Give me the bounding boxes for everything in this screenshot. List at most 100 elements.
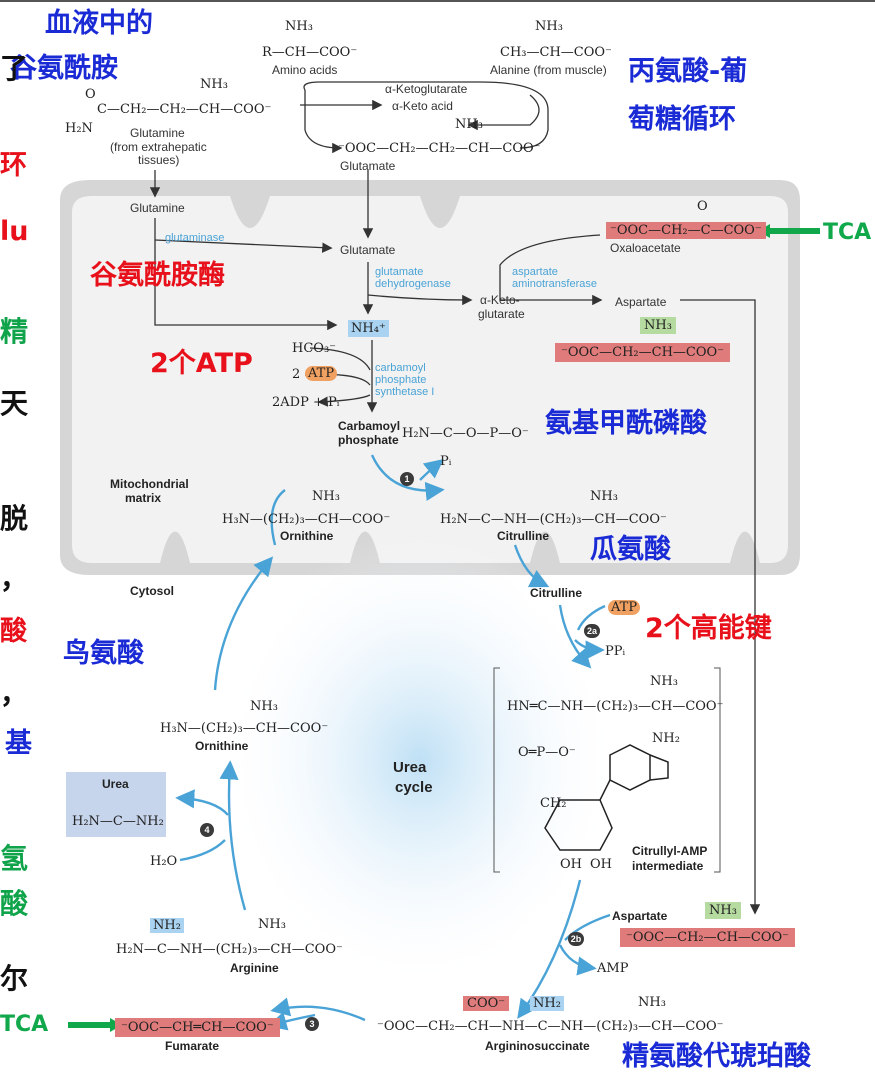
amino-acids-formula: R—CH—COO⁻ xyxy=(262,45,358,60)
glutamate-formula: ⁻OOC—CH₂—CH₂—CH—COO⁻ xyxy=(338,141,541,156)
arrow-to-aketoglutarate xyxy=(367,294,473,306)
enzyme-glu-dh-2: dehydrogenase xyxy=(375,278,451,290)
fumarate-label: Fumarate xyxy=(165,1039,220,1053)
arrow-adp xyxy=(317,394,371,407)
arrow-ppi xyxy=(574,639,605,660)
ppi-release: PPᵢ xyxy=(605,644,626,659)
nh4-ion: NH₄⁺ xyxy=(348,320,389,337)
left-fragment-2: 环 xyxy=(0,150,27,181)
urea-formula: H₂N—C—NH₂ xyxy=(72,814,164,829)
aketoglutarate-mito-2: glutarate xyxy=(478,307,525,321)
left-fragment-6: 脱 xyxy=(0,502,29,535)
oh-2: OH xyxy=(590,857,612,872)
nh3-argsucc: NH₃ xyxy=(638,995,666,1010)
oxaloacetate-formula: ⁻OOC—CH₂—C—COO⁻ xyxy=(606,222,766,239)
alanine-formula: CH₃—CH—COO⁻ xyxy=(500,45,612,60)
enzyme-glu-dh-1: glutamate xyxy=(375,266,424,278)
arrow-citrulline-export xyxy=(513,544,550,588)
nh2-argsucc: NH₂ xyxy=(530,996,564,1011)
glutamine-source-2: tissues) xyxy=(138,153,180,167)
glutamine-label: Glutamine xyxy=(130,126,185,140)
glutamine-h2n: H₂N xyxy=(65,121,93,136)
carbamoyl-phosphate-2: phosphate xyxy=(338,433,399,447)
arrow-keto-right xyxy=(467,94,540,131)
nh3-ornithine-cyto: NH₃ xyxy=(250,699,278,714)
nh3-glutamine: NH₃ xyxy=(200,77,228,92)
glutamine-source-1: (from extrahepatic xyxy=(110,140,207,154)
left-fragment-3: lu xyxy=(0,216,29,247)
glutamine-mito: Glutamine xyxy=(130,201,185,215)
left-fragment-11: 氢 xyxy=(0,842,29,875)
citrulline-label: Citrulline xyxy=(497,529,550,543)
arrow-amp xyxy=(558,944,597,976)
arrow-ornithine-return xyxy=(213,556,274,691)
annot-blood-gln-2: 谷氨酰胺 xyxy=(10,53,118,84)
arrow-aspartate-export xyxy=(680,299,761,915)
enzyme-glutaminase: glutaminase xyxy=(165,232,225,244)
annot-glutaminase: 谷氨酰胺酶 xyxy=(90,260,225,291)
arrow-ornithine-in xyxy=(270,489,286,546)
left-fragment-5: 天 xyxy=(0,387,29,420)
enzyme-asp-at-2: aminotransferase xyxy=(512,278,597,290)
fumarate-formula: ⁻OOC—CH═CH—COO⁻ xyxy=(115,1018,280,1037)
enzyme-asp-at-1: aspartate xyxy=(512,266,558,278)
ch2-ribose: CH₂ xyxy=(540,796,567,811)
nh3-alanine: NH₃ xyxy=(535,19,563,34)
tca-label-bottom: TCA xyxy=(0,1012,49,1037)
arrow-step2b xyxy=(517,879,582,1019)
annot-citrulline: 瓜氨酸 xyxy=(590,534,671,565)
annot-ala-cycle-2: 萄糖循环 xyxy=(628,104,736,135)
arrow-amino-left xyxy=(304,90,343,154)
mitochondrial-matrix xyxy=(72,196,788,563)
nh3-amino-acids: NH₃ xyxy=(285,19,313,34)
arginine-label: Arginine xyxy=(230,961,279,975)
adp-pi: 2ADP + Pᵢ xyxy=(272,395,340,410)
nh3-aspartate-cyto: NH₃ xyxy=(705,902,741,919)
amp-release: AMP xyxy=(597,961,629,976)
arrow-oaa-aspartate xyxy=(499,234,603,306)
arrow-aspartate-2b xyxy=(564,913,611,941)
tca-arrow-top xyxy=(770,228,820,234)
top-border xyxy=(0,0,875,2)
arrow-pi-release xyxy=(419,459,444,481)
ornithine-mito-label: Ornithine xyxy=(280,529,334,543)
urea-cycle-glow xyxy=(220,530,620,990)
aketo-acid-label: α-Keto acid xyxy=(392,99,453,113)
citrullyl-formula: HN═C—NH—(CH₂)₃—CH—COO⁻ xyxy=(507,699,724,714)
urea-cycle-label-1: Urea xyxy=(393,759,427,776)
urea-box xyxy=(66,772,166,837)
left-fragment-8: 酸 xyxy=(0,616,27,647)
carbamoyl-phosphate-formula: H₂N—C—O—P—O⁻ xyxy=(402,426,529,441)
annot-blood-gln-1: 血液中的 xyxy=(45,8,153,39)
urea-label: Urea xyxy=(102,777,129,791)
ornithine-cyto-label: Ornithine xyxy=(195,739,249,753)
atp-badge-cps: ATP xyxy=(305,366,338,381)
ornithine-cyto-formula: H₃N—(CH₂)₃—CH—COO⁻ xyxy=(160,721,329,736)
bracket-left xyxy=(493,667,500,873)
nh2-adenine: NH₂ xyxy=(652,731,680,746)
phosphate-group: O═P—O⁻ xyxy=(518,745,576,760)
arrow-step3-arginine xyxy=(270,997,366,1022)
bracket-right xyxy=(714,667,721,873)
glutamine-formula: C—CH₂—CH₂—CH—COO⁻ xyxy=(97,102,272,117)
arrow-alanine-right xyxy=(479,81,549,149)
annot-ornithine: 鸟氨酸 xyxy=(63,638,144,669)
nh3-ornithine-mito: NH₃ xyxy=(312,489,340,504)
citrullyl-amp-label-2: intermediate xyxy=(632,859,704,873)
enzyme-cps-2: phosphate xyxy=(375,374,427,386)
aspartate-cyto-formula: ⁻OOC—CH₂—CH—COO⁻ xyxy=(620,928,796,947)
annot-two-atp: 2个ATP xyxy=(150,348,253,379)
annot-two-high-energy: 2个高能键 xyxy=(645,613,772,644)
annot-argsucc: 精氨酸代琥珀酸 xyxy=(622,1041,811,1072)
step-2a-badge: 2a xyxy=(584,624,600,638)
aketoglutarate-label: α-Ketoglutarate xyxy=(385,82,468,96)
urea-cycle-label-2: cycle xyxy=(395,779,433,796)
glutamine-o: O xyxy=(85,87,96,102)
ornithine-mito-formula: H₃N—(CH₂)₃—CH—COO⁻ xyxy=(222,512,391,527)
argininosuccinate-label: Argininosuccinate xyxy=(485,1039,590,1053)
nh3-citrulline: NH₃ xyxy=(590,489,618,504)
coo-argsucc: COO⁻ xyxy=(463,996,510,1011)
glutamate-label: Glutamate xyxy=(340,159,396,173)
